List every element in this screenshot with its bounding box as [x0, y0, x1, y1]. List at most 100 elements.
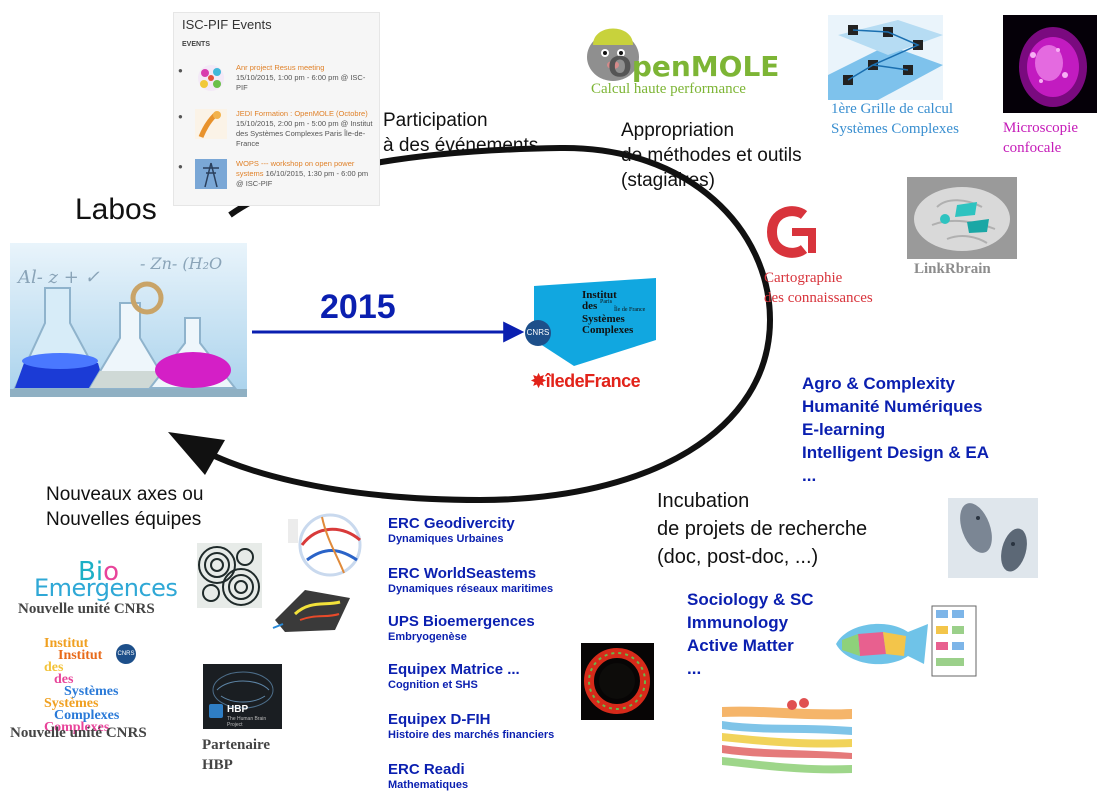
bioemergences-logo: Bio Emergences — [34, 557, 184, 602]
openmole-name: penMOLE — [631, 50, 780, 83]
hbp-logo-text: HBP — [227, 704, 249, 715]
event-item[interactable]: ● WOPS --- workshop on open power system… — [178, 159, 374, 203]
bioemergences-unit-label: Nouvelle unité CNRS — [18, 601, 155, 617]
isc-pif-logo: Institut des Paris Systèmes Complexes Îl… — [534, 278, 656, 366]
hbp-logo: HBP The Human Brain Project — [203, 664, 282, 729]
hbp-logo-subtitle: The Human Brain Project — [227, 716, 267, 728]
axis-item: Agro & Complexity — [802, 374, 956, 393]
isc-stacked-line-1: Institut — [44, 636, 89, 651]
openmole-o: O — [608, 50, 632, 83]
project-item: ERC Readi Mathematiques — [388, 761, 554, 795]
project-subtitle: Histoire des marchés financiers — [388, 729, 555, 741]
isc-stacked-line-4: Complexes — [54, 708, 120, 723]
participation-line-1: Participation — [383, 110, 488, 131]
cartographie-line-1: Cartographie — [764, 270, 843, 286]
isc-stacked-line-4b: Complexes — [44, 720, 110, 735]
project-item: ERC WorldSeastems Dynamiques réseaux mar… — [388, 565, 554, 613]
project-title: ERC WorldSeastems — [388, 565, 537, 582]
hbp-partner-line-1: Partenaire — [202, 737, 271, 753]
participation-line-2: à des événements — [383, 135, 539, 156]
axis-item: Humanité Numériques — [802, 397, 983, 416]
project-item: Equipex Matrice ... Cognition et SHS — [388, 661, 554, 711]
project-subtitle: Dynamiques Urbaines — [388, 533, 504, 545]
microscopy-line-1: Microscopie — [1003, 120, 1078, 136]
bioemergences-bi: Bio — [78, 557, 119, 587]
axes-top-list: Agro & Complexity Humanité Numériques E-… — [802, 372, 989, 487]
microscopy-label: Microscopie confocale — [1003, 118, 1078, 158]
axis-item: Immunology — [687, 613, 789, 632]
incubation-line-3: (doc, post-doc, ...) — [657, 546, 819, 568]
brain-network-icon — [212, 671, 274, 709]
labos-flasks-image: Al- z + ✓ - Zn- (H₂O — [10, 243, 247, 397]
grid-label: 1ère Grille de calcul Systèmes Complexes — [831, 99, 959, 139]
cnrs-logo-icon: CNRS — [525, 320, 551, 346]
bioemergences-bi-text: Bi — [78, 557, 104, 587]
linkrbrain-label: LinkRbrain — [914, 261, 991, 277]
isc-logo-idf-small: Île de France — [614, 307, 646, 313]
event-item[interactable]: ● JEDI Formation : OpenMOLE (Octobre) 15… — [178, 109, 374, 153]
embryo-engineering-diagram — [836, 605, 977, 677]
bullet-icon: ● — [178, 112, 183, 121]
isc-logo-line-2: des — [582, 300, 598, 312]
project-subtitle: Mathematiques — [388, 779, 469, 791]
hbp-partner-line-2: HBP — [202, 757, 233, 773]
embryo-image — [948, 498, 1038, 578]
openmole-mole-icon — [195, 109, 227, 139]
project-item: Equipex D-FIH Histoire des marchés finan… — [388, 711, 554, 761]
svg-text:- Zn- (H₂O: - Zn- (H₂O — [140, 254, 222, 273]
isc-logo-line-4: Complexes — [582, 324, 634, 336]
flow-chart-image — [722, 697, 852, 779]
isc-logo-text: Institut des Paris Systèmes Complexes — [582, 290, 633, 336]
event-link[interactable]: WOPS --- workshop on open power systems — [236, 159, 355, 178]
event-details: 15/10/2015, 1:00 pm - 6:00 pm @ ISC-PIF — [236, 73, 366, 92]
isc-stacked-line-3: Systèmes — [64, 684, 119, 699]
incubation-line-1: Incubation — [657, 490, 750, 512]
svg-text:Al- z + ✓: Al- z + ✓ — [16, 267, 100, 288]
incubation-label: Incubation de projets de recherche (doc,… — [657, 487, 867, 571]
cartographie-logo-icon — [764, 205, 819, 260]
pattern-image — [197, 543, 262, 608]
event-link[interactable]: Anr project Resus meeting — [236, 63, 325, 72]
bullet-icon: ● — [178, 162, 183, 171]
event-text: Anr project Resus meeting 15/10/2015, 1:… — [236, 63, 376, 93]
projects-list: ERC Geodivercity Dynamiques Urbaines ERC… — [388, 515, 554, 795]
maritime-map-image — [265, 580, 357, 635]
isc-hexagon-shape — [534, 278, 656, 366]
isc-logo-paris: Paris — [600, 299, 613, 305]
appropriation-line-2: de méthodes et outils — [621, 145, 802, 166]
events-widget-subtitle: EVENTS — [182, 41, 211, 48]
event-thumbnail-icon — [198, 65, 224, 91]
event-details: 15/10/2015, 2:00 pm - 5:00 pm @ Institut… — [236, 119, 373, 148]
openmole-wordmark: OpenMOLE — [608, 50, 779, 83]
axis-item: Intelligent Design & EA — [802, 443, 990, 462]
bioemergences-word: Emergences — [34, 574, 178, 602]
openmole-mascot-icon — [587, 28, 639, 81]
cycle-arc — [183, 144, 774, 504]
isc-unit-label: Nouvelle unité CNRS — [10, 725, 147, 741]
participation-label: Participation à des événements — [383, 108, 538, 158]
axis-item: ... — [687, 659, 702, 678]
cartographie-line-2: des connaissances — [764, 290, 873, 306]
event-item[interactable]: ● Anr project Resus meeting 15/10/2015, … — [178, 63, 374, 107]
appropriation-line-3: (stagiaires) — [621, 170, 715, 191]
appropriation-line-1: Appropriation — [621, 120, 735, 141]
iledefrance-text: îledeFrance — [545, 371, 641, 391]
nouveaux-line-2: Nouvelles équipes — [46, 509, 202, 530]
project-title: Equipex Matrice ... — [388, 661, 520, 678]
axis-item: Sociology & SC — [687, 590, 814, 609]
event-link[interactable]: JEDI Formation : OpenMOLE (Octobre) — [236, 109, 368, 118]
project-title: ERC Readi — [388, 761, 465, 778]
bioemergences-o-icon: o — [103, 557, 119, 587]
axis-item: E-learning — [802, 420, 886, 439]
project-item: ERC Geodivercity Dynamiques Urbaines — [388, 515, 554, 565]
project-title: UPS Bioemergences — [388, 613, 535, 630]
project-subtitle: Cognition et SHS — [388, 679, 478, 691]
cycle-arrowhead — [168, 432, 225, 475]
axis-item: Active Matter — [687, 636, 794, 655]
year-label: 2015 — [320, 288, 396, 326]
isc-logo-line-1: Institut — [582, 289, 617, 301]
grid-label-line-2: Systèmes Complexes — [831, 121, 959, 137]
appropriation-label: Appropriation de méthodes et outils (sta… — [621, 118, 802, 193]
hbp-partner-label: Partenaire HBP — [202, 735, 270, 775]
events-widget-title: ISC-PIF Events — [182, 17, 272, 32]
